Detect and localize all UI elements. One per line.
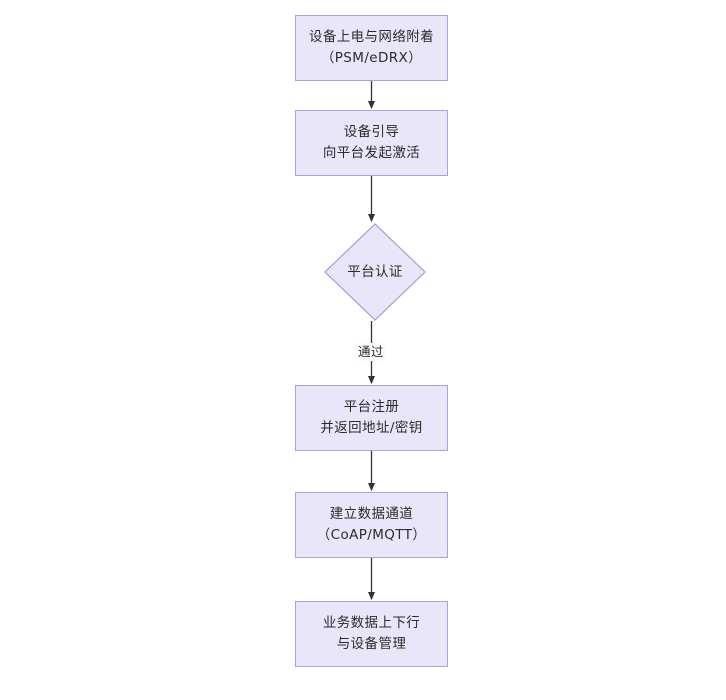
- node-establish-data-channel[interactable]: 建立数据通道 （CoAP/MQTT）: [295, 492, 448, 558]
- node-label: 业务数据上下行 与设备管理: [322, 615, 421, 652]
- node-platform-register[interactable]: 平台注册 并返回地址/密钥: [295, 385, 448, 451]
- node-label: 平台认证: [347, 263, 403, 280]
- node-label: 建立数据通道 （CoAP/MQTT）: [316, 506, 427, 543]
- node-label: 设备上电与网络附着 （PSM/eDRX）: [308, 29, 435, 66]
- node-device-bootstrap[interactable]: 设备引导 向平台发起激活: [295, 110, 448, 176]
- node-label: 平台注册 并返回地址/密钥: [320, 399, 423, 436]
- node-business-data-and-device-management[interactable]: 业务数据上下行 与设备管理: [295, 601, 448, 667]
- node-label: 设备引导 向平台发起激活: [322, 124, 421, 161]
- node-device-power-on[interactable]: 设备上电与网络附着 （PSM/eDRX）: [295, 15, 448, 81]
- node-platform-auth-decision[interactable]: 平台认证: [324, 223, 426, 321]
- diamond-shape-icon: [324, 223, 426, 321]
- edge-label-pass: 通过: [355, 343, 387, 361]
